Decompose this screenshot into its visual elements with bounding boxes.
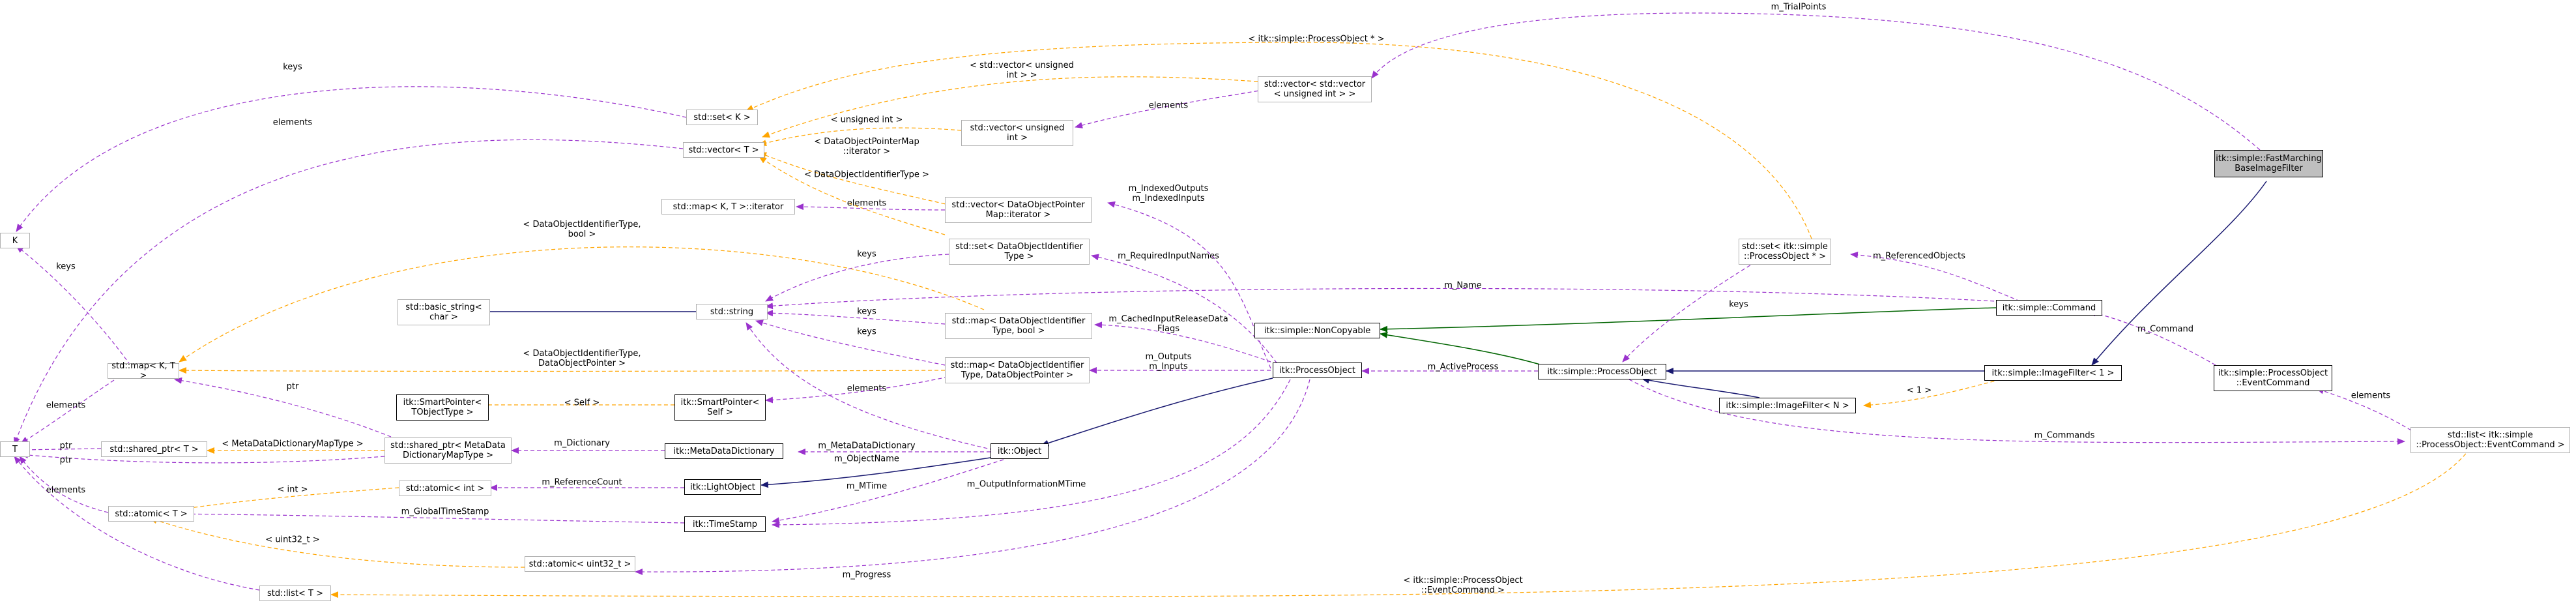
edge-inherit-focus-imagefilter [2091, 181, 2267, 366]
node-map-doit-bool[interactable]: std::map< DataObjectIdentifier Type, boo… [945, 313, 1092, 339]
edge-cached [1094, 321, 1271, 363]
edge-keys-setK [16, 86, 687, 232]
node-T[interactable]: T [0, 441, 30, 457]
node-light-object[interactable]: itk::LightObject [684, 479, 761, 495]
edge-elements-vvu [1075, 88, 1271, 128]
node-metadata-dictionary[interactable]: itk::MetaDataDictionary [665, 443, 783, 459]
node-list-T[interactable]: std::list< T > [259, 585, 331, 601]
node-shared-ptr-mdd[interactable]: std::shared_ptr< MetaData DictionaryMapT… [384, 437, 512, 464]
node-vector-vector-uint[interactable]: std::vector< std::vector < unsigned int … [1258, 76, 1372, 102]
edge-inherit-imagefilterN-processobject [1642, 377, 1760, 398]
edge-required [1091, 254, 1281, 369]
edge-name [765, 288, 2008, 310]
edge-tpl-doit-dop [179, 367, 946, 374]
edge-tpl-doit [759, 156, 946, 235]
edge-inherit-object-lightobject [760, 457, 991, 488]
node-map-K-T[interactable]: std::map< K, T > [108, 361, 179, 381]
node-map-iterator[interactable]: std::map< K, T >::iterator [661, 199, 795, 215]
edge-indexed [1107, 201, 1271, 369]
edge-elements-vectorT [14, 139, 684, 445]
edge-mtime [772, 459, 1004, 524]
edge-keys-po [1622, 251, 1773, 363]
node-smartpointer-tobject[interactable]: itk::SmartPointer< TObjectType > [396, 394, 489, 421]
node-set-processobject-ptr[interactable]: std::set< itk::simple ::ProcessObject * … [1739, 239, 1831, 265]
node-event-command[interactable]: itk::simple::ProcessObject ::EventComman… [2214, 365, 2332, 391]
node-simple-process-object[interactable]: itk::simple::ProcessObject [1538, 364, 1666, 379]
node-fastmarching-base-image-filter[interactable]: itk::simple::FastMarching BaseImageFilte… [2214, 150, 2323, 177]
edge-tpl-eventcommand [330, 448, 2470, 599]
node-noncopyable[interactable]: itk::simple::NonCopyable [1254, 323, 1380, 338]
edge-tpl-int [162, 487, 399, 514]
edge-ptr-a [20, 446, 102, 453]
node-image-filter-1[interactable]: itk::simple::ImageFilter< 1 > [1984, 365, 2122, 381]
edge-command [2088, 310, 2216, 366]
node-vector-T[interactable]: std::vector< T > [683, 142, 764, 158]
node-map-doit-dop[interactable]: std::map< DataObjectIdentifier Type, Dat… [945, 357, 1090, 383]
edge-keys-map-bool [765, 310, 946, 325]
node-itk-process-object[interactable]: itk::ProcessObject [1273, 363, 1362, 378]
edge-inherit-processobject-noncopyable [1380, 331, 1545, 366]
edge-inherit-processobject-object [1041, 378, 1273, 447]
node-smartpointer-self[interactable]: itk::SmartPointer< Self > [674, 394, 766, 421]
edge-keys-set-doit [765, 254, 949, 302]
edge-tpl-uint32 [149, 517, 525, 568]
node-set-doit[interactable]: std::set< DataObjectIdentifier Type > [949, 239, 1090, 265]
node-vector-dopm-iterator[interactable]: std::vector< DataObjectPointer Map::iter… [945, 197, 1092, 223]
node-atomic-int[interactable]: std::atomic< int > [399, 481, 491, 496]
node-basic-string[interactable]: std::basic_string< char > [398, 299, 490, 325]
node-vector-uint[interactable]: std::vector< unsigned int > [961, 120, 1073, 146]
node-string[interactable]: std::string [696, 304, 768, 319]
node-command[interactable]: itk::simple::Command [1996, 300, 2102, 316]
edge-keys-map-dop [755, 319, 946, 366]
edge-tpl-dopm-iter [759, 152, 952, 206]
edge-list-T-T [14, 456, 260, 591]
edge-elements-smart [765, 376, 949, 404]
edge-tpl-processobject-ptr [745, 42, 1812, 239]
node-shared-ptr-T[interactable]: std::shared_ptr< T > [101, 441, 207, 457]
edge-elements-list-ec [2316, 387, 2412, 431]
node-set-K[interactable]: std::set< K > [686, 110, 758, 125]
edge-commands [1628, 379, 2405, 445]
edge-elements-mapKT [20, 379, 115, 444]
edge-keys-mapKT [16, 245, 131, 366]
edge-globaltimestamp [162, 511, 685, 524]
node-atomic-T[interactable]: std::atomic< T > [108, 506, 194, 522]
edge-tpl-uint [759, 127, 962, 147]
edge-tpl-doit-bool [179, 246, 985, 363]
node-atomic-uint32[interactable]: std::atomic< uint32_t > [525, 556, 635, 572]
edge-referenced [1850, 252, 2021, 302]
node-list-event-command[interactable]: std::list< itk::simple ::ProcessObject::… [2410, 427, 2570, 453]
edge-objectname [745, 322, 994, 451]
node-time-stamp[interactable]: itk::TimeStamp [684, 516, 766, 532]
edge-elements-map-iter [796, 203, 946, 211]
edge-tpl-vector-uint [762, 76, 1258, 138]
edge-trialpoints [1371, 12, 2261, 151]
edge-tpl-1 [1863, 379, 2001, 409]
node-object[interactable]: itk::Object [991, 443, 1049, 459]
edge-inherit-command-noncopyable [1380, 307, 1997, 333]
node-K[interactable]: K [0, 233, 30, 248]
edge-ptr-mdd [174, 377, 392, 437]
edge-elements-atomic [19, 456, 109, 513]
node-image-filter-N[interactable]: itk::simple::ImageFilter< N > [1719, 398, 1856, 413]
